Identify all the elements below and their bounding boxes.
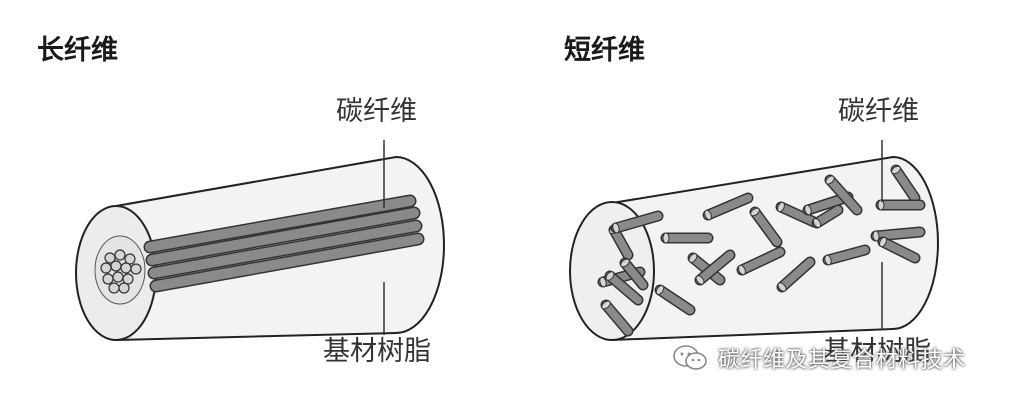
long-fiber-bundle-ends: [100, 249, 142, 294]
short-fiber-rod: [875, 199, 926, 211]
short-fiber-title: 短纤维: [564, 35, 645, 66]
short-fiber-cylinder: [569, 140, 939, 342]
short-fiber-rod: [811, 204, 844, 229]
long-fiber-label: 碳纤维: [336, 96, 417, 127]
wechat-icon: [673, 345, 707, 370]
short-fiber-rod: [822, 244, 871, 266]
short-fiber-rod: [604, 270, 644, 306]
short-fiber-rod: [600, 299, 634, 337]
short-fiber-label: 碳纤维: [838, 96, 919, 127]
short-fiber-rod: [660, 232, 714, 244]
short-matrix-label: 基材树脂: [823, 336, 931, 367]
short-fiber-rod: [877, 236, 921, 264]
long-fibers: [143, 194, 425, 293]
short-fiber-rod: [749, 206, 783, 248]
short-fiber-rod: [736, 246, 786, 276]
watermark: 碳纤维及其复合材料技术: [672, 342, 966, 374]
long-matrix-label: 基材树脂: [323, 336, 431, 367]
short-fiber-rod: [702, 192, 754, 221]
short-fiber-rod: [775, 201, 820, 228]
short-fibers: [597, 164, 926, 337]
long-fiber-title: 长纤维: [37, 35, 118, 66]
short-fiber-rod: [870, 226, 926, 242]
short-fiber-rod: [694, 249, 736, 286]
short-fiber-rod: [619, 257, 649, 291]
watermark-text: 碳纤维及其复合材料技术: [718, 348, 966, 373]
long-fiber-cylinder: [75, 140, 445, 342]
short-fiber-rod: [776, 256, 816, 293]
short-fiber-rod: [890, 164, 921, 204]
short-fiber-rod: [610, 210, 664, 234]
short-fiber-rod: [824, 174, 863, 216]
short-fiber-rod: [654, 284, 696, 316]
